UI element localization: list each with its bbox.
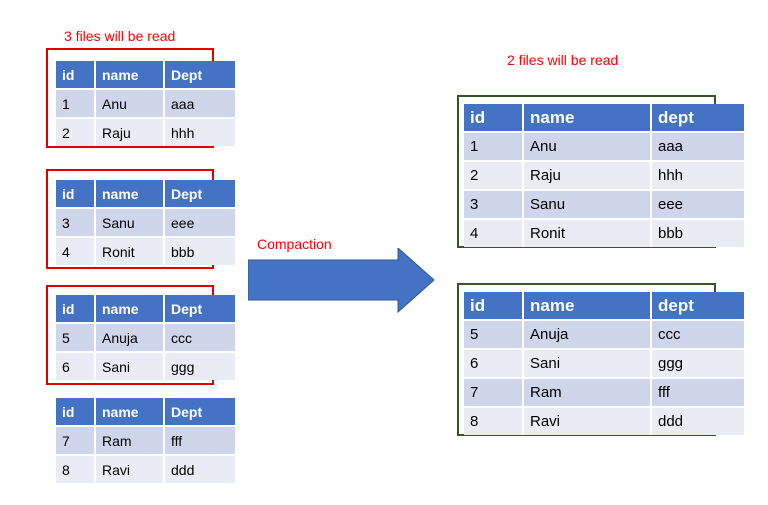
column-header-dept: Dept [165, 180, 237, 207]
cell-name: Ram [524, 377, 652, 406]
column-header-id: id [56, 180, 96, 207]
column-header-dept: dept [652, 104, 746, 131]
column-header-name: name [524, 292, 652, 319]
column-header-id: id [464, 292, 524, 319]
cell-dept: eee [165, 207, 237, 236]
cell-name: Sani [524, 348, 652, 377]
column-header-id: id [56, 295, 96, 322]
cell-name: Ronit [96, 236, 165, 265]
column-header-dept: dept [652, 292, 746, 319]
compaction-label: Compaction [257, 236, 332, 252]
left-files-label: 3 files will be read [64, 28, 176, 44]
cell-id: 8 [464, 406, 524, 435]
column-header-dept: Dept [165, 398, 237, 425]
cell-dept: ggg [165, 351, 237, 380]
cell-dept: ccc [652, 319, 746, 348]
compaction-arrow [248, 248, 435, 314]
cell-dept: fff [652, 377, 746, 406]
column-header-name: name [96, 61, 165, 88]
cell-dept: bbb [652, 218, 746, 247]
cell-id: 6 [464, 348, 524, 377]
cell-id: 2 [464, 160, 524, 189]
cell-name: Sani [96, 351, 165, 380]
cell-id: 1 [56, 88, 96, 117]
cell-dept: hhh [652, 160, 746, 189]
cell-id: 3 [464, 189, 524, 218]
column-header-id: id [464, 104, 524, 131]
cell-name: Anuja [524, 319, 652, 348]
right-files-label: 2 files will be read [507, 52, 619, 68]
cell-dept: aaa [652, 131, 746, 160]
cell-dept: ddd [165, 454, 237, 483]
cell-id: 1 [464, 131, 524, 160]
cell-dept: bbb [165, 236, 237, 265]
cell-name: Sanu [96, 207, 165, 236]
arrow-shape [248, 248, 435, 314]
cell-id: 6 [56, 351, 96, 380]
cell-dept: hhh [165, 117, 237, 146]
cell-id: 4 [464, 218, 524, 247]
cell-id: 3 [56, 207, 96, 236]
cell-id: 7 [56, 425, 96, 454]
cell-id: 4 [56, 236, 96, 265]
cell-dept: aaa [165, 88, 237, 117]
cell-name: Anu [524, 131, 652, 160]
cell-id: 8 [56, 454, 96, 483]
cell-name: Anuja [96, 322, 165, 351]
cell-dept: ddd [652, 406, 746, 435]
cell-dept: eee [652, 189, 746, 218]
cell-id: 2 [56, 117, 96, 146]
cell-name: Raju [524, 160, 652, 189]
column-header-dept: Dept [165, 295, 237, 322]
column-header-name: name [96, 398, 165, 425]
cell-name: Anu [96, 88, 165, 117]
column-header-id: id [56, 61, 96, 88]
cell-id: 5 [464, 319, 524, 348]
cell-name: Ronit [524, 218, 652, 247]
cell-dept: ccc [165, 322, 237, 351]
cell-name: Ravi [524, 406, 652, 435]
cell-name: Sanu [524, 189, 652, 218]
column-header-id: id [56, 398, 96, 425]
column-header-dept: Dept [165, 61, 237, 88]
column-header-name: name [96, 180, 165, 207]
cell-id: 7 [464, 377, 524, 406]
cell-dept: ggg [652, 348, 746, 377]
cell-name: Ravi [96, 454, 165, 483]
column-header-name: name [524, 104, 652, 131]
cell-dept: fff [165, 425, 237, 454]
cell-name: Raju [96, 117, 165, 146]
cell-id: 5 [56, 322, 96, 351]
column-header-name: name [96, 295, 165, 322]
cell-name: Ram [96, 425, 165, 454]
